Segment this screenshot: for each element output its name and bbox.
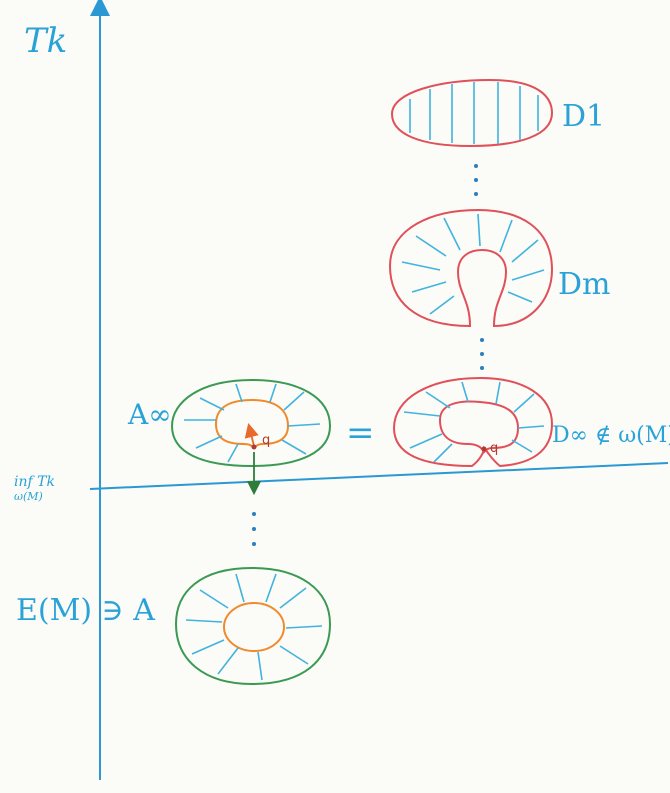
- shape-a: [174, 566, 332, 686]
- dots-middle: [480, 338, 484, 370]
- shape-dm: [388, 208, 554, 328]
- label-dinf: D∞ ∉ ω(M): [552, 423, 670, 448]
- horizontal-axis: [89, 462, 669, 490]
- x-axis-label-line1: inf Tk: [14, 474, 55, 490]
- label-bottom: E(M) ∋ A: [16, 593, 155, 628]
- label-ainf: A∞: [127, 398, 172, 431]
- label-dm: Dm: [558, 267, 611, 302]
- dots-lower: [252, 512, 256, 546]
- label-point-q-left: q: [262, 433, 270, 448]
- shape-dinf: [392, 376, 554, 468]
- equals-sign: =: [346, 413, 375, 453]
- shape-ainf: [170, 378, 332, 468]
- x-axis-label-line2: ω(M): [14, 490, 43, 503]
- label-point-q-right: q: [490, 441, 498, 456]
- y-axis-label: Tk: [24, 21, 67, 61]
- label-d1: D1: [562, 99, 605, 134]
- dots-upper: [474, 164, 478, 196]
- shape-d1: [390, 78, 554, 148]
